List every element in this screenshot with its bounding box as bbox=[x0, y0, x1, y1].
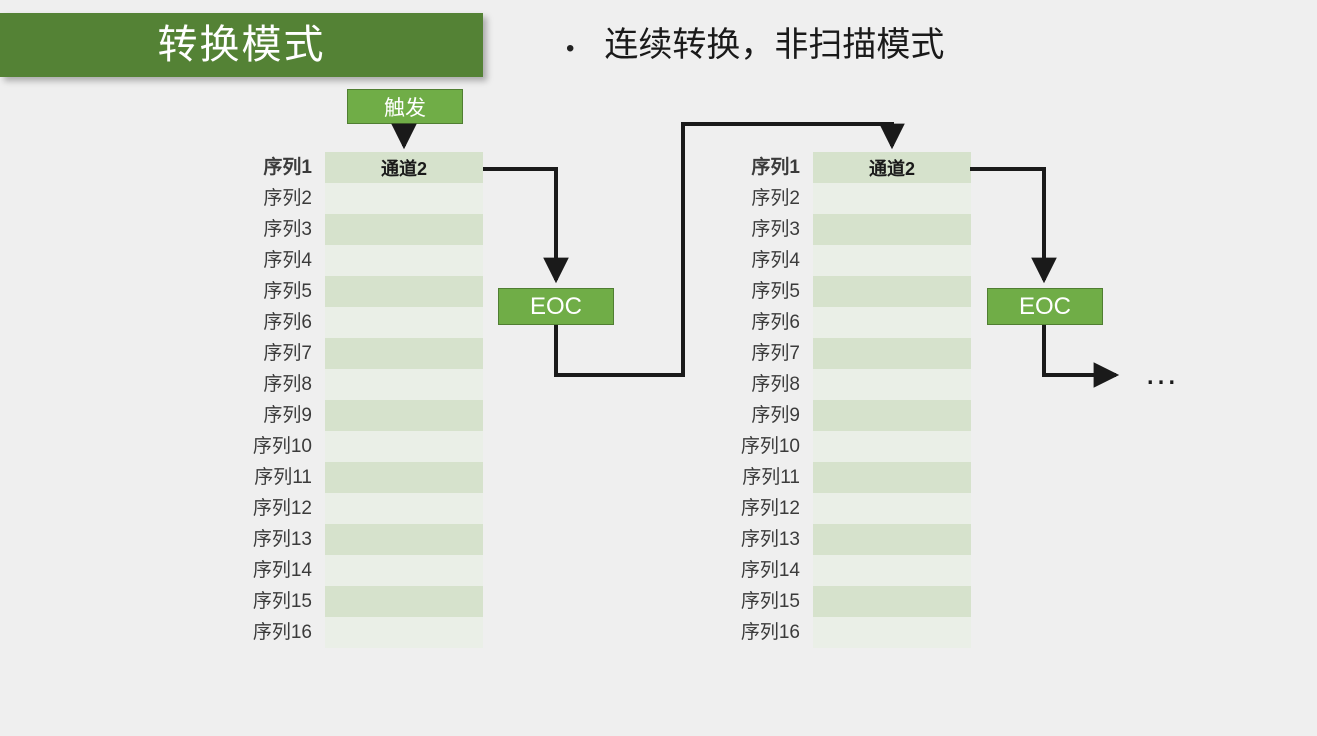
table-row: 序列12 bbox=[741, 493, 971, 524]
sequence-row-label: 序列6 bbox=[751, 312, 800, 333]
table-row: 序列5 bbox=[263, 276, 483, 307]
table-row: 序列16 bbox=[741, 617, 971, 648]
continuation-ellipsis: … bbox=[1144, 354, 1180, 392]
sequence-row-label: 序列7 bbox=[263, 343, 312, 364]
sequence-row-label: 序列10 bbox=[252, 436, 312, 457]
table-row: 序列15 bbox=[253, 586, 483, 617]
sequence-row-label: 序列7 bbox=[751, 343, 800, 364]
table-row: 序列7 bbox=[751, 338, 971, 369]
table-row: 序列4 bbox=[751, 245, 971, 276]
sequence-row-label: 序列6 bbox=[263, 312, 312, 333]
table-row: 序列8 bbox=[263, 369, 483, 400]
sequence-row-label: 序列3 bbox=[263, 219, 312, 240]
sequence-row-label: 序列2 bbox=[751, 188, 800, 209]
sequence-row-label: 序列1 bbox=[263, 157, 312, 178]
table-row: 序列13 bbox=[741, 524, 971, 555]
sequence-row-label: 序列10 bbox=[740, 436, 800, 457]
table-row: 序列5 bbox=[751, 276, 971, 307]
table-row: 序列14 bbox=[253, 555, 483, 586]
bullet-line: • 连续转换，非扫描模式 bbox=[566, 28, 944, 62]
sequence-row-label: 序列1 bbox=[751, 157, 800, 178]
arrow-table1-to-eoc1 bbox=[483, 167, 569, 284]
table-row: 序列2 bbox=[751, 183, 971, 214]
table-row: 序列15 bbox=[741, 586, 971, 617]
table-row: 序列2 bbox=[263, 183, 483, 214]
sequence-row-label: 序列12 bbox=[252, 498, 312, 519]
sequence-row-label: 序列5 bbox=[751, 281, 800, 302]
sequence-row-label: 序列5 bbox=[263, 281, 312, 302]
sequence-row-label: 序列12 bbox=[740, 498, 800, 519]
sequence-row-label: 序列14 bbox=[740, 560, 800, 581]
table-row: 序列3 bbox=[751, 214, 971, 245]
page-title: 转换模式 bbox=[157, 23, 326, 67]
table-row: 序列7 bbox=[263, 338, 483, 369]
sequence-row-label: 序列16 bbox=[252, 622, 312, 643]
table-row: 序列14 bbox=[741, 555, 971, 586]
sequence-row-label: 序列11 bbox=[254, 467, 312, 488]
sequence-row-label: 序列11 bbox=[742, 467, 800, 488]
table-row: 序列11 bbox=[254, 462, 483, 493]
sequence-row-label: 序列8 bbox=[751, 374, 800, 395]
table-row: 序列10 bbox=[253, 431, 483, 462]
sequence-row-label: 序列8 bbox=[263, 374, 312, 395]
sequence-row-label: 序列13 bbox=[740, 529, 800, 550]
table-row: 序列6 bbox=[263, 307, 483, 338]
table-row: 序列9 bbox=[751, 400, 971, 431]
bullet-marker-icon: • bbox=[566, 35, 575, 62]
trigger-box[interactable]: 触发 bbox=[347, 89, 463, 124]
table-row: 序列6 bbox=[751, 307, 971, 338]
sequence-row-label: 序列4 bbox=[263, 250, 312, 271]
sequence-row-label: 序列9 bbox=[263, 405, 312, 426]
sequence-row-label: 序列9 bbox=[751, 405, 800, 426]
table-row: 序列4 bbox=[263, 245, 483, 276]
sequence-row-label: 序列15 bbox=[740, 591, 800, 612]
arrow-table2-to-eoc2 bbox=[970, 167, 1057, 284]
table-row: 序列12 bbox=[253, 493, 483, 524]
sequence-row-label: 序列3 bbox=[751, 219, 800, 240]
eoc-box-1[interactable]: EOC bbox=[498, 288, 614, 325]
table-row: 序列16 bbox=[253, 617, 483, 648]
sequence-row-label: 序列16 bbox=[740, 622, 800, 643]
sequence-row-label: 序列14 bbox=[252, 560, 312, 581]
sequence-row-label: 序列15 bbox=[252, 591, 312, 612]
table-row: 序列3 bbox=[263, 214, 483, 245]
table-row: 序列8 bbox=[751, 369, 971, 400]
table-row: 序列11 bbox=[742, 462, 971, 493]
table-row: 序列10 bbox=[741, 431, 971, 462]
table-row: 序列13 bbox=[253, 524, 483, 555]
bullet-text: 连续转换，非扫描模式 bbox=[604, 26, 945, 64]
table-row: 序列9 bbox=[263, 400, 483, 431]
eoc-box-2[interactable]: EOC bbox=[987, 288, 1103, 325]
sequence-row-label: 序列13 bbox=[252, 529, 312, 550]
arrow-eoc2-to-continuation bbox=[1042, 325, 1120, 388]
slide-title-bar: 转换模式 bbox=[0, 13, 483, 77]
sequence-row-label: 序列4 bbox=[751, 250, 800, 271]
sequence-row-label: 序列2 bbox=[263, 188, 312, 209]
